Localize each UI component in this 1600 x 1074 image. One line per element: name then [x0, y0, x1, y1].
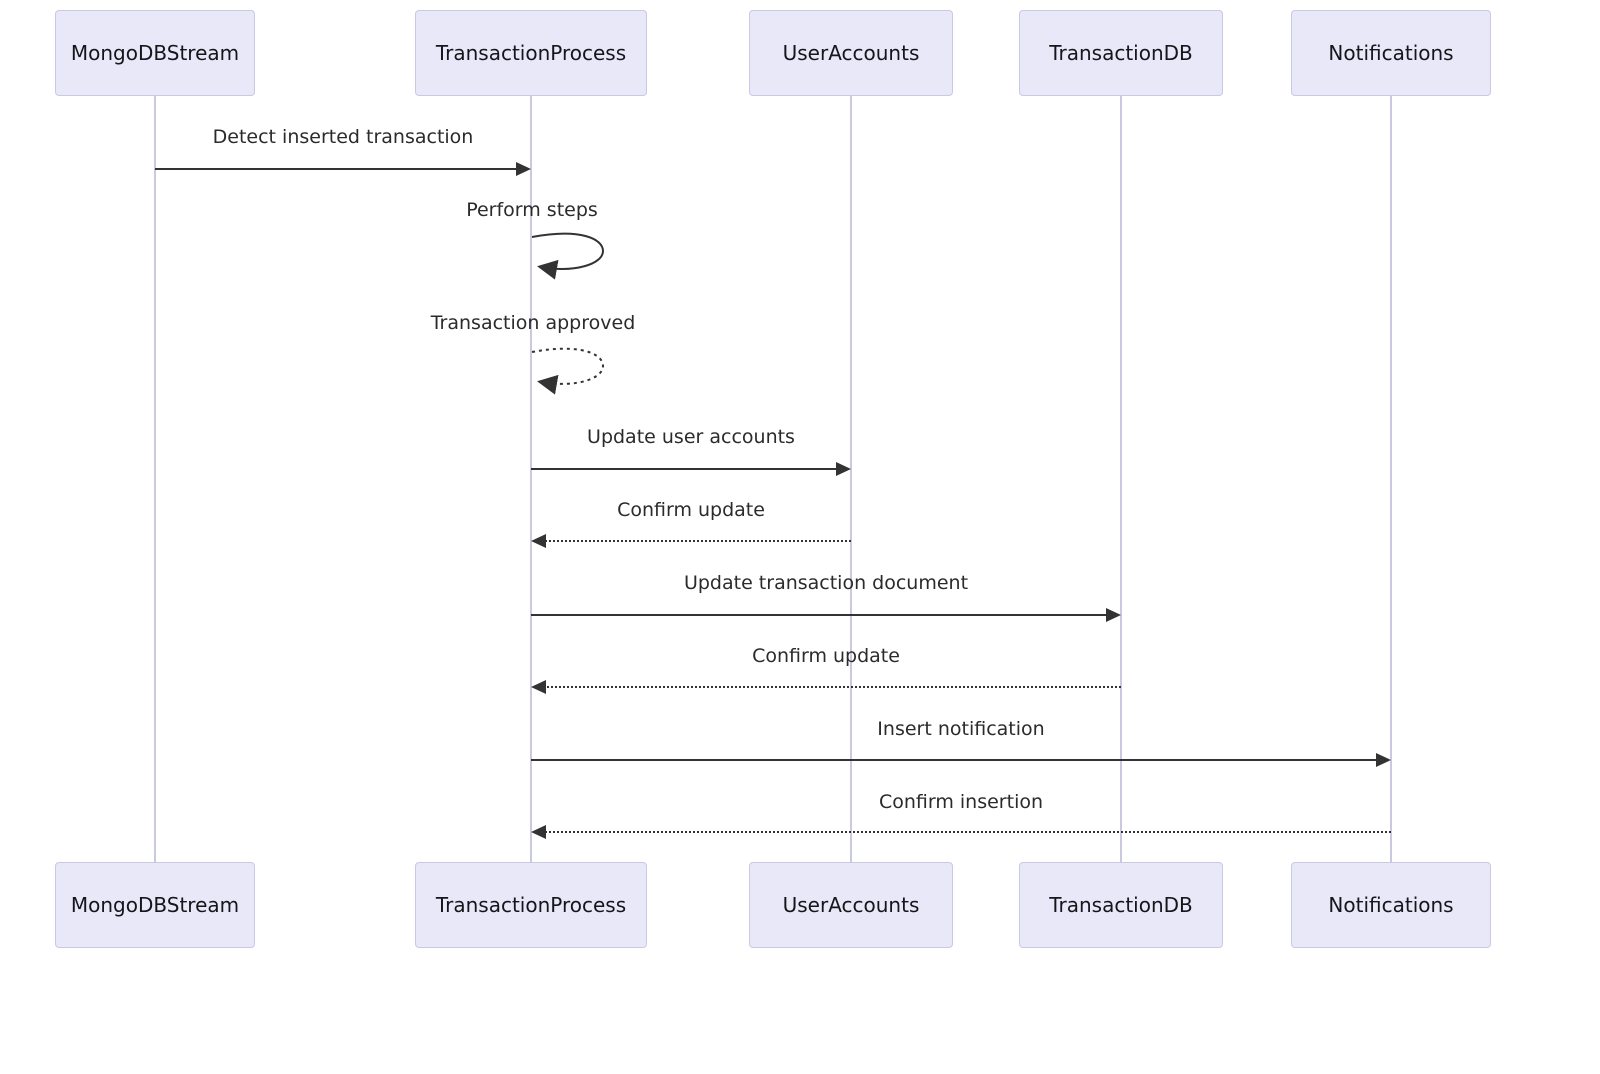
message-arrow [531, 462, 851, 476]
arrowhead-right-icon [516, 162, 531, 176]
actor-label: UserAccounts [782, 893, 920, 917]
message-label: Confirm update [752, 645, 900, 667]
actor-top-notifications: Notifications [1291, 10, 1491, 96]
arrow-shaft [542, 831, 1391, 833]
message-label: Confirm insertion [878, 791, 1044, 813]
arrow-shaft [531, 759, 1380, 761]
message-label: Update transaction document [683, 572, 969, 594]
actor-bottom-mongodbstream: MongoDBStream [55, 862, 255, 948]
message-arrow [531, 825, 1391, 839]
arrowhead-right-icon [836, 462, 851, 476]
lifeline-transactiondb [1120, 96, 1122, 862]
message-label: Confirm update [617, 499, 765, 521]
actor-top-transactionprocess: TransactionProcess [415, 10, 647, 96]
actor-label: MongoDBStream [70, 41, 240, 65]
message-arrow [531, 608, 1121, 622]
arrow-shaft [155, 168, 520, 170]
actor-label: TransactionDB [1049, 893, 1193, 917]
actor-label: Notifications [1328, 41, 1454, 65]
message-arrow [531, 534, 851, 548]
message-label: Update user accounts [587, 426, 795, 448]
self-loop-arrow-dashed [531, 347, 605, 395]
arrowhead-left-icon [531, 534, 546, 548]
message-label: Perform steps [466, 199, 598, 221]
actor-label: TransactionProcess [435, 893, 627, 917]
actor-bottom-transactionprocess: TransactionProcess [415, 862, 647, 948]
arrow-shaft [542, 686, 1121, 688]
message-arrow [155, 162, 531, 176]
actor-bottom-transactiondb: TransactionDB [1019, 862, 1223, 948]
actor-top-transactiondb: TransactionDB [1019, 10, 1223, 96]
arrow-shaft [531, 468, 840, 470]
actor-top-mongodbstream: MongoDBStream [55, 10, 255, 96]
actor-label: TransactionDB [1049, 41, 1193, 65]
lifeline-transactionprocess [530, 96, 532, 862]
message-arrow [531, 753, 1391, 767]
arrow-shaft [542, 540, 851, 542]
arrowhead-right-icon [1376, 753, 1391, 767]
arrowhead-left-icon [531, 825, 546, 839]
arrowhead-right-icon [1106, 608, 1121, 622]
actor-label: UserAccounts [782, 41, 920, 65]
actor-bottom-useraccounts: UserAccounts [749, 862, 953, 948]
message-arrow [531, 680, 1121, 694]
message-label: Transaction approved [430, 312, 636, 334]
lifeline-useraccounts [850, 96, 852, 862]
arrow-shaft [531, 614, 1110, 616]
actor-label: TransactionProcess [435, 41, 627, 65]
actor-label: Notifications [1328, 893, 1454, 917]
lifeline-mongodbstream [154, 96, 156, 862]
lifeline-notifications [1390, 96, 1392, 862]
message-label: Detect inserted transaction [212, 126, 474, 148]
arrowhead-left-icon [531, 680, 546, 694]
actor-top-useraccounts: UserAccounts [749, 10, 953, 96]
self-loop-arrow [531, 232, 605, 280]
actor-label: MongoDBStream [70, 893, 240, 917]
actor-bottom-notifications: Notifications [1291, 862, 1491, 948]
message-label: Insert notification [877, 718, 1045, 740]
